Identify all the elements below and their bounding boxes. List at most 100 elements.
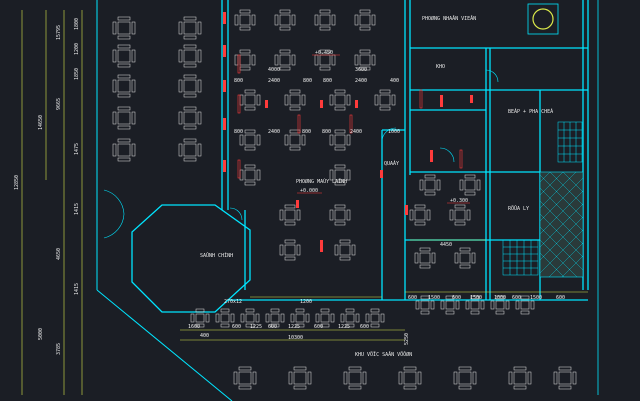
dining-table-12-chair bbox=[239, 134, 244, 146]
front-table-5-table bbox=[320, 313, 330, 323]
dining-table-20-chair bbox=[339, 239, 351, 244]
dim-top-1: 3600 bbox=[355, 67, 367, 73]
patio-table-1-table bbox=[293, 371, 307, 385]
dining-table-21-chair bbox=[409, 209, 414, 221]
dining-table-17-chair bbox=[296, 209, 301, 221]
left-col-b-chair bbox=[178, 49, 183, 63]
dining-table-10-chair bbox=[346, 94, 351, 106]
dining-table-10-chair bbox=[334, 106, 346, 111]
dining-table-5-chair bbox=[274, 54, 279, 66]
right-strip-table-1-table bbox=[445, 300, 455, 310]
dining-table-21-chair bbox=[414, 204, 426, 209]
front-table-0-chair bbox=[190, 313, 195, 323]
patio-table-0-chair bbox=[238, 366, 252, 371]
dining-table-19-chair bbox=[284, 239, 296, 244]
dining-table-15-chair bbox=[239, 169, 244, 181]
left-col-b-chair bbox=[183, 63, 197, 68]
patio-table-0-chair bbox=[233, 371, 238, 385]
red-bench-4 bbox=[349, 114, 353, 134]
dining-table-0-table bbox=[239, 14, 251, 26]
dining-table-4-chair bbox=[239, 66, 251, 71]
dining-table-9-chair bbox=[289, 106, 301, 111]
dining-table-1-chair bbox=[279, 26, 291, 31]
left-col-b-chair bbox=[183, 74, 197, 79]
front-table-6-table bbox=[345, 313, 355, 323]
left-dimension-lines bbox=[21, 10, 83, 395]
building-walls bbox=[221, 0, 589, 301]
patio-table-2-table bbox=[348, 371, 362, 385]
dim-bottom-4: 1225 bbox=[288, 324, 300, 330]
right-strip-table-1-chair bbox=[440, 300, 445, 310]
right-strip-table-2-table bbox=[470, 300, 480, 310]
front-table-3-chair bbox=[270, 323, 280, 328]
left-col-b-chair bbox=[183, 125, 197, 130]
left-col-a-chair bbox=[117, 138, 131, 143]
left-col-b-chair bbox=[178, 143, 183, 157]
dining-table-22-chair bbox=[454, 204, 466, 209]
dining-table-18-chair bbox=[334, 204, 346, 209]
front-table-2-chair bbox=[245, 323, 255, 328]
dining-table-0-chair bbox=[239, 26, 251, 31]
dim-left-5: 1200 bbox=[74, 43, 80, 55]
dining-table-4-chair bbox=[251, 54, 256, 66]
left-col-a-chair bbox=[117, 93, 131, 98]
red-bench-0 bbox=[237, 54, 241, 74]
dim-bottom-0: 1600 bbox=[188, 324, 200, 330]
front-table-2-chair bbox=[245, 308, 255, 313]
dining-table-4-table bbox=[239, 54, 251, 66]
room-label-counter: QUAÀY bbox=[384, 160, 399, 167]
dining-table-2-table bbox=[319, 14, 331, 26]
front-table-7-chair bbox=[380, 313, 385, 323]
dining-table-15-chair bbox=[244, 181, 256, 186]
room-label-storage: KHO bbox=[436, 64, 445, 70]
left-col-a-chair bbox=[117, 106, 131, 111]
dining-table-20-table bbox=[339, 244, 351, 256]
dining-table-22-chair bbox=[449, 209, 454, 221]
patio-table-3-table bbox=[403, 371, 417, 385]
dim-misc-0: 4450 bbox=[440, 242, 452, 248]
front-table-3-table bbox=[270, 313, 280, 323]
right-strip-table-2-chair bbox=[480, 300, 485, 310]
front-table-7-chair bbox=[365, 313, 370, 323]
left-col-a-table bbox=[117, 143, 131, 157]
red-furniture-layer bbox=[237, 54, 463, 179]
dim-bottom-1: 600 bbox=[232, 324, 241, 330]
room-label-staff: PHOØNG NHAÂN VIEÂN bbox=[422, 15, 476, 22]
dining-table-16-chair bbox=[334, 164, 346, 169]
patio-table-5-chair bbox=[527, 371, 532, 385]
dining-table-1-chair bbox=[291, 14, 296, 26]
dining-table-14-chair bbox=[334, 146, 346, 151]
dining-table-13-table bbox=[289, 134, 301, 146]
left-col-b-table bbox=[183, 79, 197, 93]
dining-table-9-table bbox=[289, 94, 301, 106]
dining-table-6-table bbox=[319, 54, 331, 66]
dining-table-18-chair bbox=[346, 209, 351, 221]
front-table-0-chair bbox=[195, 308, 205, 313]
kitchen-tile-area bbox=[539, 171, 584, 278]
left-dimension-labels: 1285014650157959665180012001850147514154… bbox=[14, 18, 80, 355]
door-swings bbox=[103, 69, 499, 239]
dining-table-18-chair bbox=[329, 209, 334, 221]
dining-table-24-chair bbox=[471, 252, 476, 264]
left-col-b-table bbox=[183, 143, 197, 157]
dim-left-11: 3785 bbox=[56, 343, 62, 355]
dining-table-9-chair bbox=[289, 89, 301, 94]
dim-misc-2: 1200 bbox=[300, 299, 312, 305]
dim-left-2: 15795 bbox=[56, 25, 62, 40]
dining-table-14-table bbox=[334, 134, 346, 146]
left-col-b-table bbox=[183, 21, 197, 35]
dim-mid-5: 1000 bbox=[388, 129, 400, 135]
dining-table-8-table bbox=[244, 94, 256, 106]
structural-columns bbox=[223, 12, 473, 252]
dining-table-0-chair bbox=[239, 9, 251, 14]
front-table-3-chair bbox=[280, 313, 285, 323]
left-col-a-chair bbox=[117, 35, 131, 40]
left-col-a-chair bbox=[112, 111, 117, 125]
left-col-b-chair bbox=[183, 157, 197, 162]
dining-table-22-chair bbox=[454, 221, 466, 226]
front-table-5-chair bbox=[320, 323, 330, 328]
dim-left-1: 14650 bbox=[38, 115, 44, 130]
dining-table-22-chair bbox=[466, 209, 471, 221]
left-col-a-chair bbox=[131, 79, 136, 93]
